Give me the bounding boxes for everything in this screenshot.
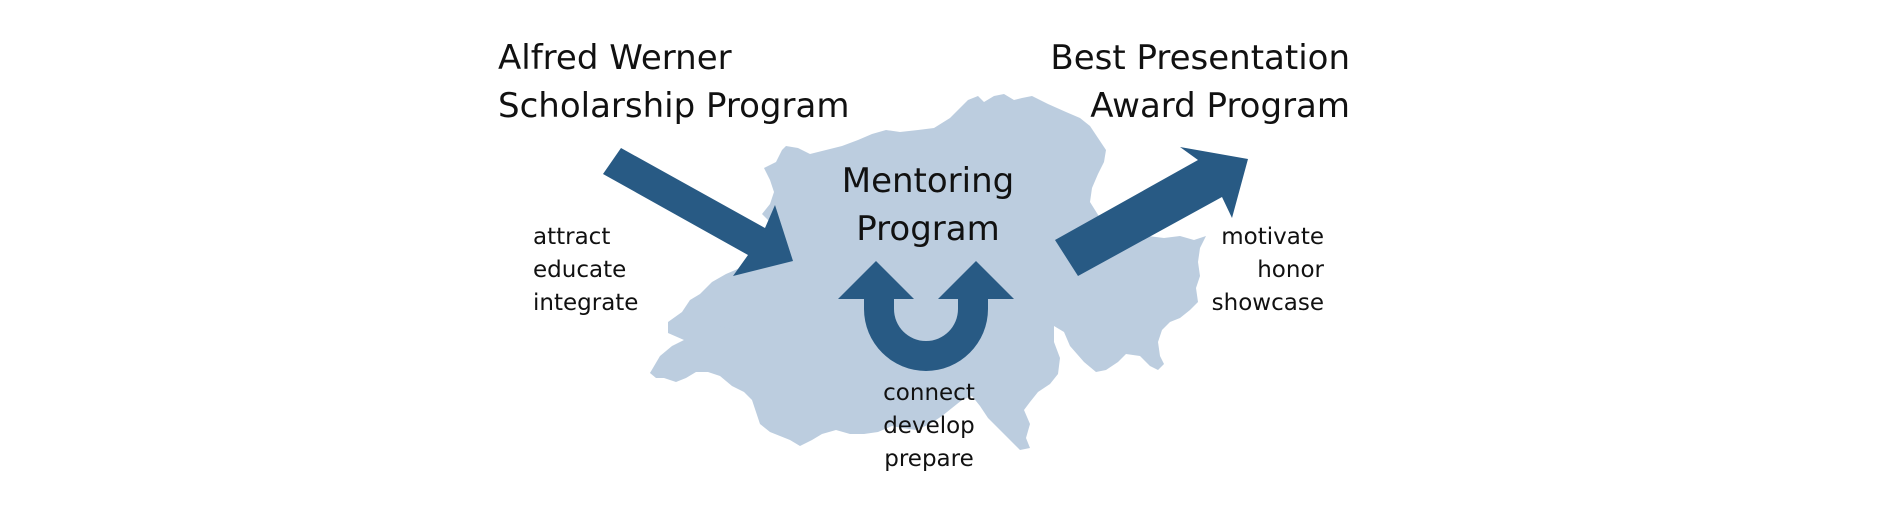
- inbound-arrow-icon: [603, 148, 793, 276]
- mentoring-title: Mentoring Program: [828, 157, 1028, 253]
- switzerland-map-shape: [650, 94, 1206, 450]
- action-motivate: motivate: [1221, 224, 1324, 250]
- alfred-werner-title-line-1: Alfred Werner: [498, 38, 732, 78]
- best-presentation-title: Best Presentation Award Program: [1050, 34, 1350, 130]
- switzerland-map-geneva: [650, 326, 752, 378]
- action-honor: honor: [1257, 257, 1324, 283]
- best-presentation-title-line-2: Award Program: [1090, 86, 1350, 126]
- action-develop: develop: [883, 413, 975, 439]
- action-showcase: showcase: [1211, 290, 1324, 316]
- cycle-arrow-icon: [838, 261, 1014, 371]
- action-educate: educate: [533, 257, 627, 283]
- best-presentation-title-line-1: Best Presentation: [1050, 38, 1350, 78]
- mentoring-actions: connect develop prepare: [879, 377, 979, 476]
- alfred-werner-title-line-2: Scholarship Program: [498, 86, 850, 126]
- alfred-werner-actions: attract educate integrate: [533, 221, 638, 320]
- best-presentation-actions: motivate honor showcase: [1212, 221, 1324, 320]
- outbound-arrow-icon: [1055, 147, 1248, 276]
- mentoring-title-line-1: Mentoring: [841, 161, 1015, 201]
- action-connect: connect: [883, 380, 975, 406]
- alfred-werner-title: Alfred Werner Scholarship Program: [498, 34, 849, 130]
- action-prepare: prepare: [884, 446, 974, 472]
- action-integrate: integrate: [533, 290, 639, 316]
- mentoring-title-line-2: Program: [856, 209, 1000, 249]
- action-attract: attract: [533, 224, 611, 250]
